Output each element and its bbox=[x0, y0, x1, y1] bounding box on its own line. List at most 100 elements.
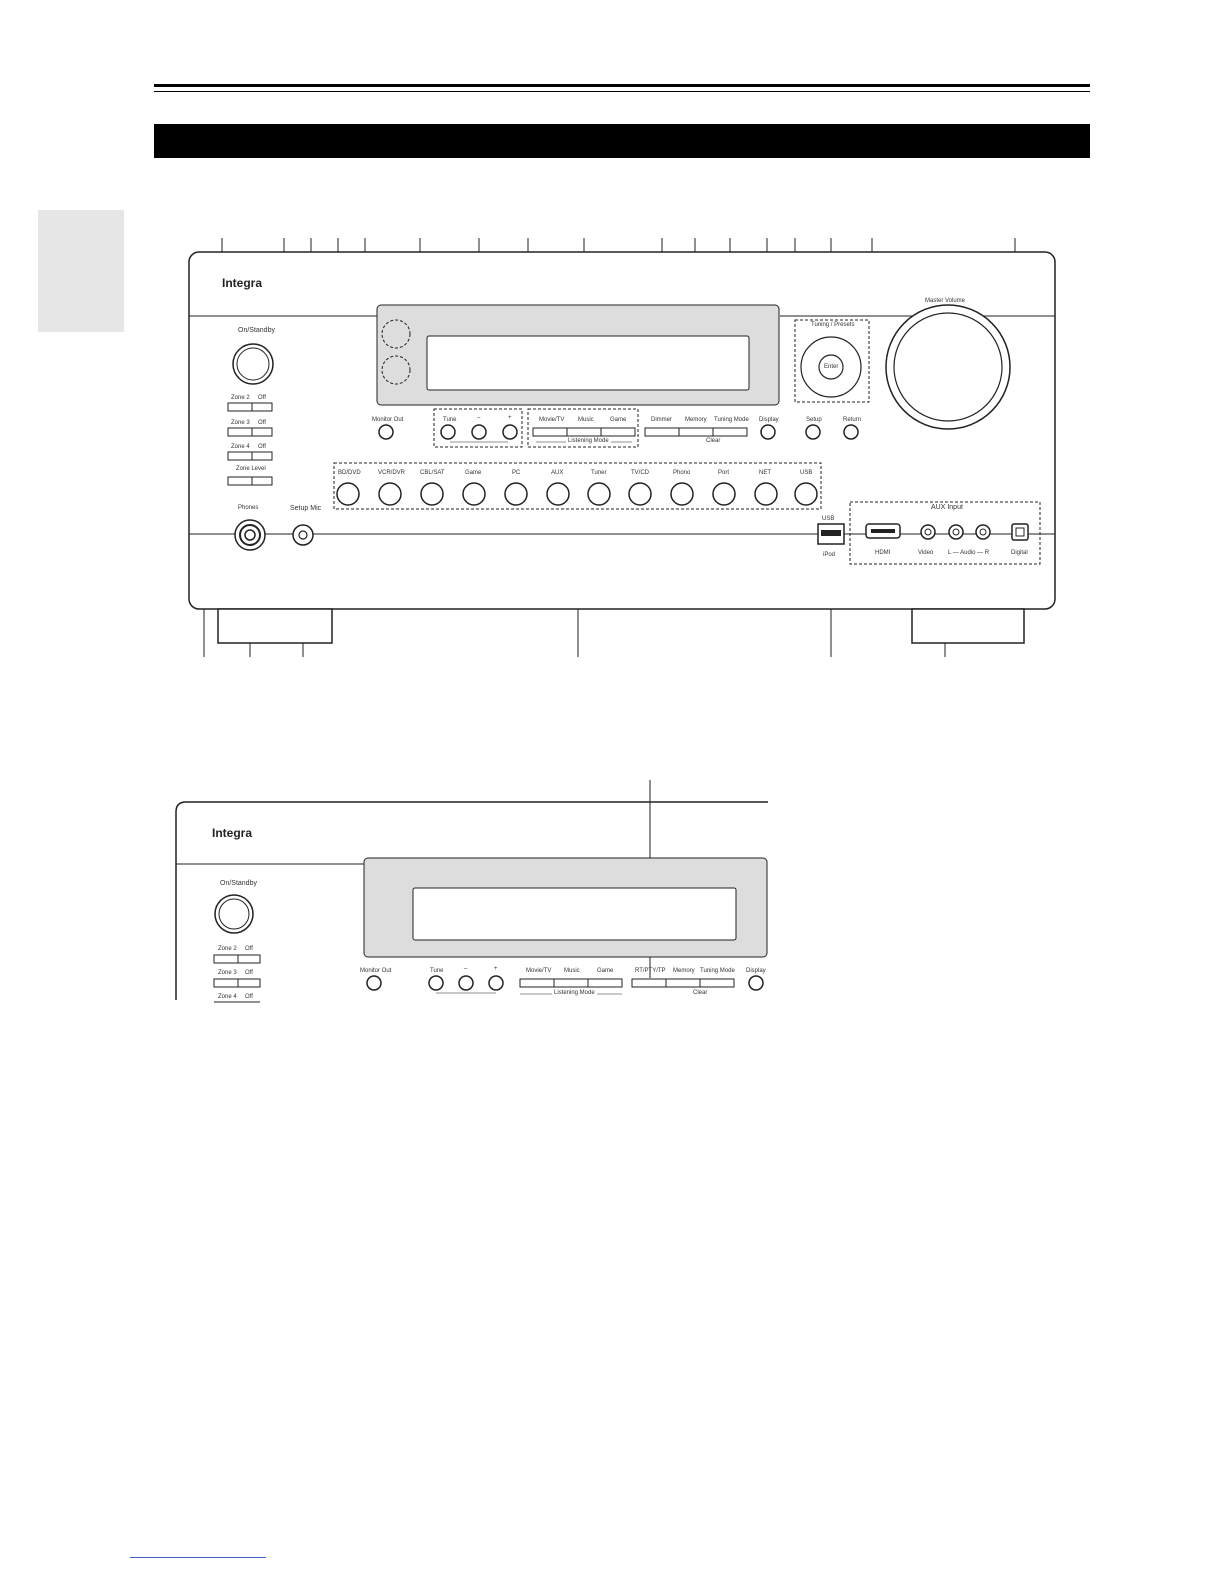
display-label: Display bbox=[759, 417, 779, 423]
inset-zone3-button bbox=[213, 978, 239, 988]
display-button bbox=[760, 424, 776, 440]
inset-tune-button bbox=[428, 975, 444, 991]
video-label: Video bbox=[918, 550, 934, 556]
inset-tune-plus-button bbox=[488, 975, 504, 991]
inset-zone2-button bbox=[213, 954, 239, 964]
inset-on-standby-label: On/Standby bbox=[220, 880, 257, 887]
on-standby-label: On/Standby bbox=[238, 327, 275, 334]
zone4-off-button bbox=[251, 451, 273, 461]
aux-input-outline bbox=[849, 501, 1041, 565]
sensor-dashed-1 bbox=[381, 319, 411, 349]
input-button bbox=[754, 482, 778, 506]
setup-label: Setup bbox=[806, 417, 822, 423]
zone4-off-label: Off bbox=[258, 444, 266, 450]
zone-level-up-button bbox=[251, 476, 273, 486]
zone-buttons bbox=[227, 402, 273, 486]
tuning-mode-label: Tuning Mode bbox=[714, 417, 749, 423]
zone3-off-label: Off bbox=[258, 420, 266, 426]
inset-display-label: Display bbox=[746, 968, 766, 974]
phones-label: Phones bbox=[238, 505, 259, 511]
listening-mode-label: Listening Mode bbox=[566, 438, 611, 444]
input-label: Phono bbox=[673, 470, 691, 476]
brand-logo: Integra bbox=[222, 276, 263, 290]
digital-label: Digital bbox=[1011, 550, 1028, 556]
mode-game-button bbox=[600, 427, 636, 437]
zone4-label: Zone 4 bbox=[231, 444, 250, 450]
zone2-label: Zone 2 bbox=[231, 395, 250, 401]
tuning-presets-label: Tuning / Presets bbox=[811, 322, 855, 328]
input-button bbox=[462, 482, 486, 506]
inset-memory-button bbox=[665, 978, 701, 988]
input-button bbox=[420, 482, 444, 506]
input-buttons bbox=[336, 482, 818, 506]
inset-display-button bbox=[748, 975, 764, 991]
listening-mode-outline bbox=[527, 408, 639, 448]
clear-label: Clear bbox=[706, 438, 721, 444]
memory-label: Memory bbox=[685, 417, 707, 423]
input-label: USB bbox=[800, 470, 813, 476]
inset-monitor-out-button bbox=[366, 975, 382, 991]
input-label: TV/CD bbox=[631, 470, 649, 476]
inset-tune-minus-label: – bbox=[464, 966, 468, 972]
input-label: BD/DVD bbox=[338, 470, 361, 476]
input-label: Tuner bbox=[591, 470, 607, 476]
inset-zone2-label: Zone 2 bbox=[218, 946, 237, 952]
footer-link-underline[interactable] bbox=[130, 1557, 266, 1558]
return-button bbox=[843, 424, 859, 440]
ipod-label: iPod bbox=[823, 552, 836, 558]
input-selector-outline bbox=[333, 462, 822, 510]
input-button bbox=[336, 482, 360, 506]
mode-game-label: Game bbox=[610, 417, 627, 423]
input-button bbox=[546, 482, 570, 506]
tuning-mode-button bbox=[712, 427, 748, 437]
input-label: Game bbox=[465, 470, 482, 476]
inset-rt-pty-tp-button bbox=[631, 978, 667, 988]
inset-monitor-out-label: Monitor Out bbox=[360, 968, 392, 974]
section-title-bar bbox=[154, 124, 1090, 158]
inset-zone3-label: Zone 3 bbox=[218, 970, 237, 976]
input-label: NET bbox=[759, 470, 771, 476]
tune-label: Tune bbox=[443, 417, 457, 423]
side-tab bbox=[38, 210, 124, 332]
mode-music-label: Music bbox=[578, 417, 594, 423]
inset-tune-label: Tune bbox=[430, 968, 444, 974]
input-button bbox=[587, 482, 611, 506]
inset-tune-minus-button bbox=[458, 975, 474, 991]
inset-clear-label: Clear bbox=[693, 990, 708, 996]
mode-movie-label: Movie/TV bbox=[539, 417, 565, 423]
tune-button bbox=[440, 424, 456, 440]
setup-mic-label: Setup Mic bbox=[290, 505, 322, 512]
input-button bbox=[794, 482, 818, 506]
input-button bbox=[378, 482, 402, 506]
inset-zone2-off-button bbox=[237, 954, 261, 964]
inset-mode-music-button bbox=[553, 978, 589, 988]
input-button bbox=[504, 482, 528, 506]
sensor-dashed-2 bbox=[381, 355, 411, 385]
inset-display-window bbox=[412, 887, 737, 941]
tune-minus-button bbox=[471, 424, 487, 440]
power-button bbox=[232, 343, 274, 385]
inset-zone4-off-label: Off bbox=[245, 994, 253, 1000]
phones-jack bbox=[244, 529, 256, 541]
monitor-out-label: Monitor Out bbox=[372, 417, 404, 423]
aux-input-label: AUX Input bbox=[928, 504, 966, 511]
header-rule-thin bbox=[154, 91, 1090, 92]
inset-rt-pty-tp-label: RT/PTY/TP bbox=[635, 968, 666, 974]
setup-button bbox=[805, 424, 821, 440]
zone2-off-button bbox=[251, 402, 273, 412]
nav-group-outline bbox=[794, 319, 870, 403]
tune-plus-button bbox=[502, 424, 518, 440]
return-label: Return bbox=[843, 417, 862, 423]
input-label: Port bbox=[718, 470, 730, 476]
inset-mode-movie-button bbox=[519, 978, 555, 988]
zone2-off-label: Off bbox=[258, 395, 266, 401]
header-rule-thick bbox=[154, 84, 1090, 87]
inset-memory-label: Memory bbox=[673, 968, 695, 974]
inset-chassis bbox=[175, 801, 768, 1000]
tune-group-outline bbox=[433, 408, 523, 448]
inset-mode-game-label: Game bbox=[597, 968, 614, 974]
inset-brand-logo: Integra bbox=[212, 826, 253, 840]
audio-lr-label: L — Audio — R bbox=[948, 550, 990, 556]
input-label: VCR/DVR bbox=[378, 470, 406, 476]
